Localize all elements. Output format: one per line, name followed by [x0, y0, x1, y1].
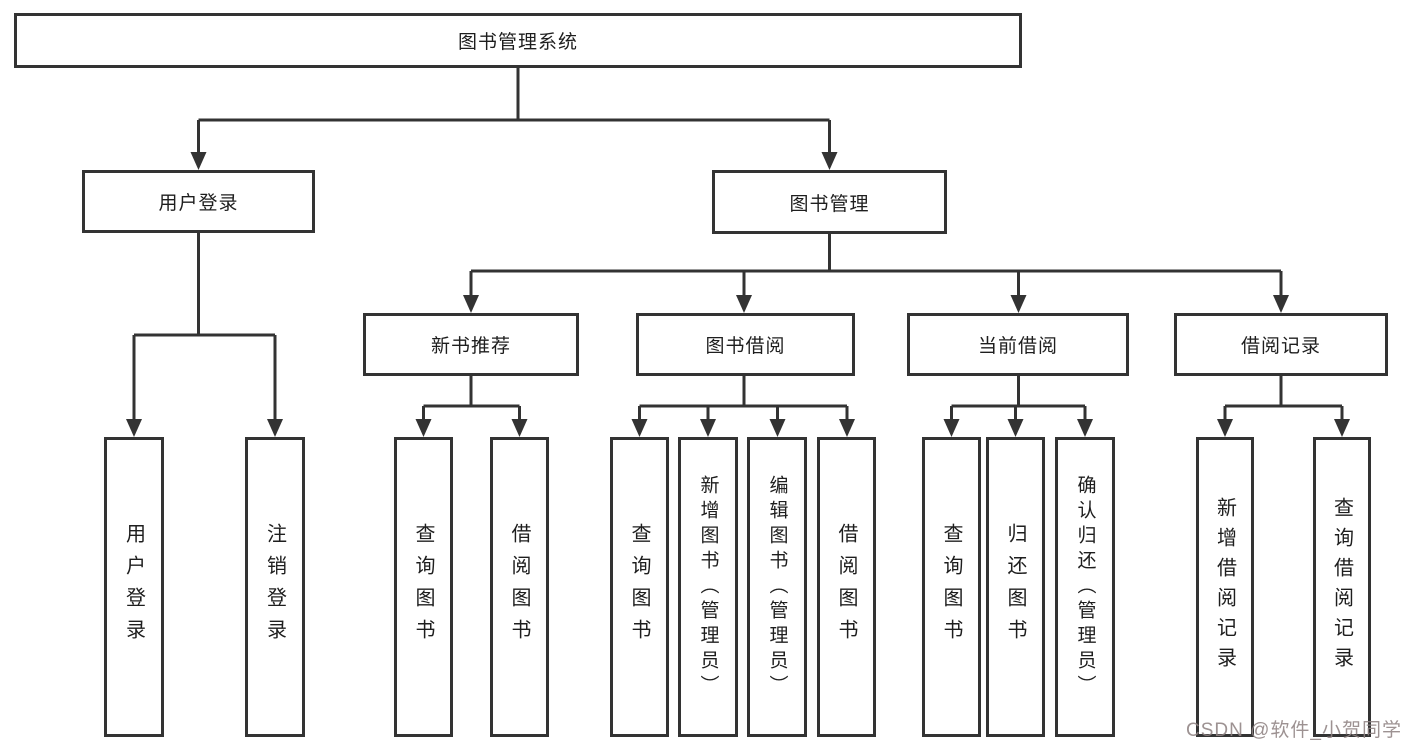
node-borrow-record: 借阅记录	[1174, 313, 1388, 376]
leaf-nb-query-book: 查询图书	[394, 437, 453, 737]
arrowhead-icon	[736, 295, 752, 313]
arrowhead-icon	[267, 419, 283, 437]
leaf-nb-borrow-book: 借阅图书	[490, 437, 549, 737]
arrowhead-icon	[769, 419, 786, 437]
arrowhead-icon	[1273, 295, 1289, 313]
arrowhead-icon	[839, 419, 855, 437]
arrowhead-icon	[463, 295, 479, 313]
node-new-book-recommend: 新书推荐	[363, 313, 579, 376]
arrowhead-icon	[1077, 419, 1093, 437]
leaf-user-login: 用户登录	[104, 437, 164, 737]
leaf-logout: 注销登录	[245, 437, 305, 737]
leaf-bb-add-book-admin: 新增图书（管理员）	[678, 437, 738, 737]
arrowhead-icon	[190, 152, 207, 170]
node-book-borrow: 图书借阅	[636, 313, 855, 376]
arrowhead-icon	[1007, 419, 1024, 437]
leaf-cb-return-book: 归还图书	[986, 437, 1045, 737]
arrowhead-icon	[1010, 295, 1027, 313]
leaf-cb-confirm-return-admin: 确认归还（管理员）	[1055, 437, 1115, 737]
leaf-br-query-record: 查询借阅记录	[1313, 437, 1371, 737]
node-book-management: 图书管理	[712, 170, 947, 234]
arrowhead-icon	[631, 419, 648, 437]
leaf-bb-edit-book-admin: 编辑图书（管理员）	[747, 437, 807, 737]
node-root: 图书管理系统	[14, 13, 1022, 68]
csdn-watermark: CSDN @软件_小贺同学	[1186, 720, 1402, 741]
leaf-bb-borrow-book: 借阅图书	[817, 437, 876, 737]
node-current-borrow: 当前借阅	[907, 313, 1129, 376]
arrowhead-icon	[700, 419, 716, 437]
arrowhead-icon	[821, 152, 838, 170]
leaf-bb-query-book: 查询图书	[610, 437, 669, 737]
arrowhead-icon	[1334, 419, 1350, 437]
leaf-br-add-record: 新增借阅记录	[1196, 437, 1254, 737]
arrowhead-icon	[126, 419, 142, 437]
leaf-cb-query-book: 查询图书	[922, 437, 981, 737]
arrowhead-icon	[415, 419, 432, 437]
node-user-login: 用户登录	[82, 170, 315, 233]
arrowhead-icon	[943, 419, 960, 437]
arrowhead-icon	[1217, 419, 1233, 437]
arrowhead-icon	[511, 419, 528, 437]
